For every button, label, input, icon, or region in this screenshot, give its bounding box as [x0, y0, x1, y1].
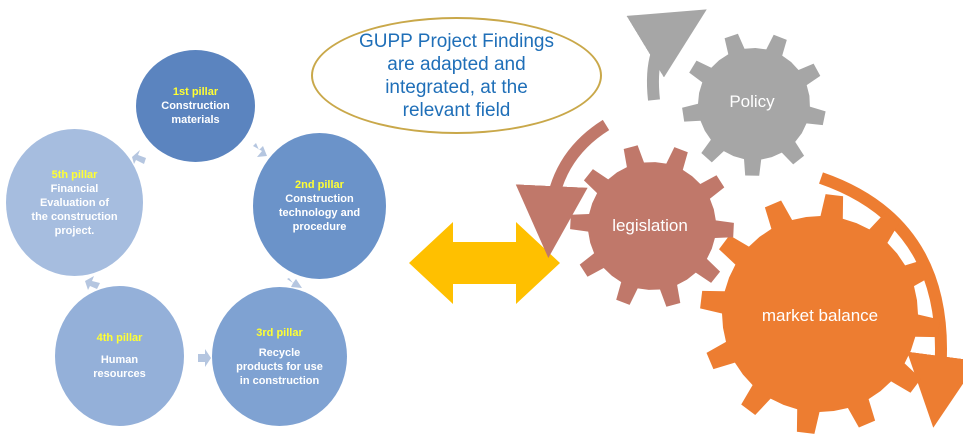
pillar-3-text: Recycle products for use in construction [236, 346, 323, 387]
policy-curved-arrow [626, 9, 707, 101]
pillar-4: 4th pillar Human resources [55, 286, 184, 426]
cycle-arrow-1-2 [253, 143, 267, 157]
cycle-arrow-2-3 [287, 278, 302, 288]
cycle-arrow-4-5 [85, 276, 100, 290]
pillar-5: 5th pillar Financial Evaluation of the c… [6, 129, 143, 276]
cycle-arrow-5-1 [132, 150, 146, 164]
pillar-4-text: Human resources [93, 354, 146, 380]
findings-text: GUPP Project Findings are adapted and in… [358, 30, 554, 121]
cycle-arrow-3-4 [198, 349, 211, 367]
pillar-3-title: 3rd pillar [256, 326, 303, 339]
policy-gear-label: Policy [729, 92, 775, 111]
pillar-4-title: 4th pillar [96, 332, 143, 344]
market-curved-arrow [819, 172, 963, 428]
pillar-3: 3rd pillar Recycle products for use in c… [212, 287, 347, 426]
findings-ellipse: GUPP Project Findings are adapted and in… [311, 17, 602, 134]
market-gear [700, 194, 940, 434]
legislation-gear [570, 145, 734, 307]
legislation-gear-label: legislation [612, 216, 688, 235]
pillar-1-text: Construction materials [161, 100, 230, 126]
pillar-5-text: Financial Evaluation of the construction… [31, 182, 118, 237]
pillar-5-title: 5th pillar [51, 168, 98, 181]
pillar-2-text: Construction technology and procedure [278, 193, 361, 233]
policy-gear [682, 33, 826, 176]
pillar-1-title: 1st pillar [172, 86, 219, 98]
pillar-2-title: 2nd pillar [295, 179, 344, 191]
pillar-2: 2nd pillar Construction technology and p… [253, 133, 386, 279]
legislation-curved-arrow [515, 119, 610, 258]
pillar-1: 1st pillar Construction materials [136, 50, 255, 162]
double-arrow [409, 222, 560, 304]
market-gear-label: market balance [761, 306, 879, 325]
